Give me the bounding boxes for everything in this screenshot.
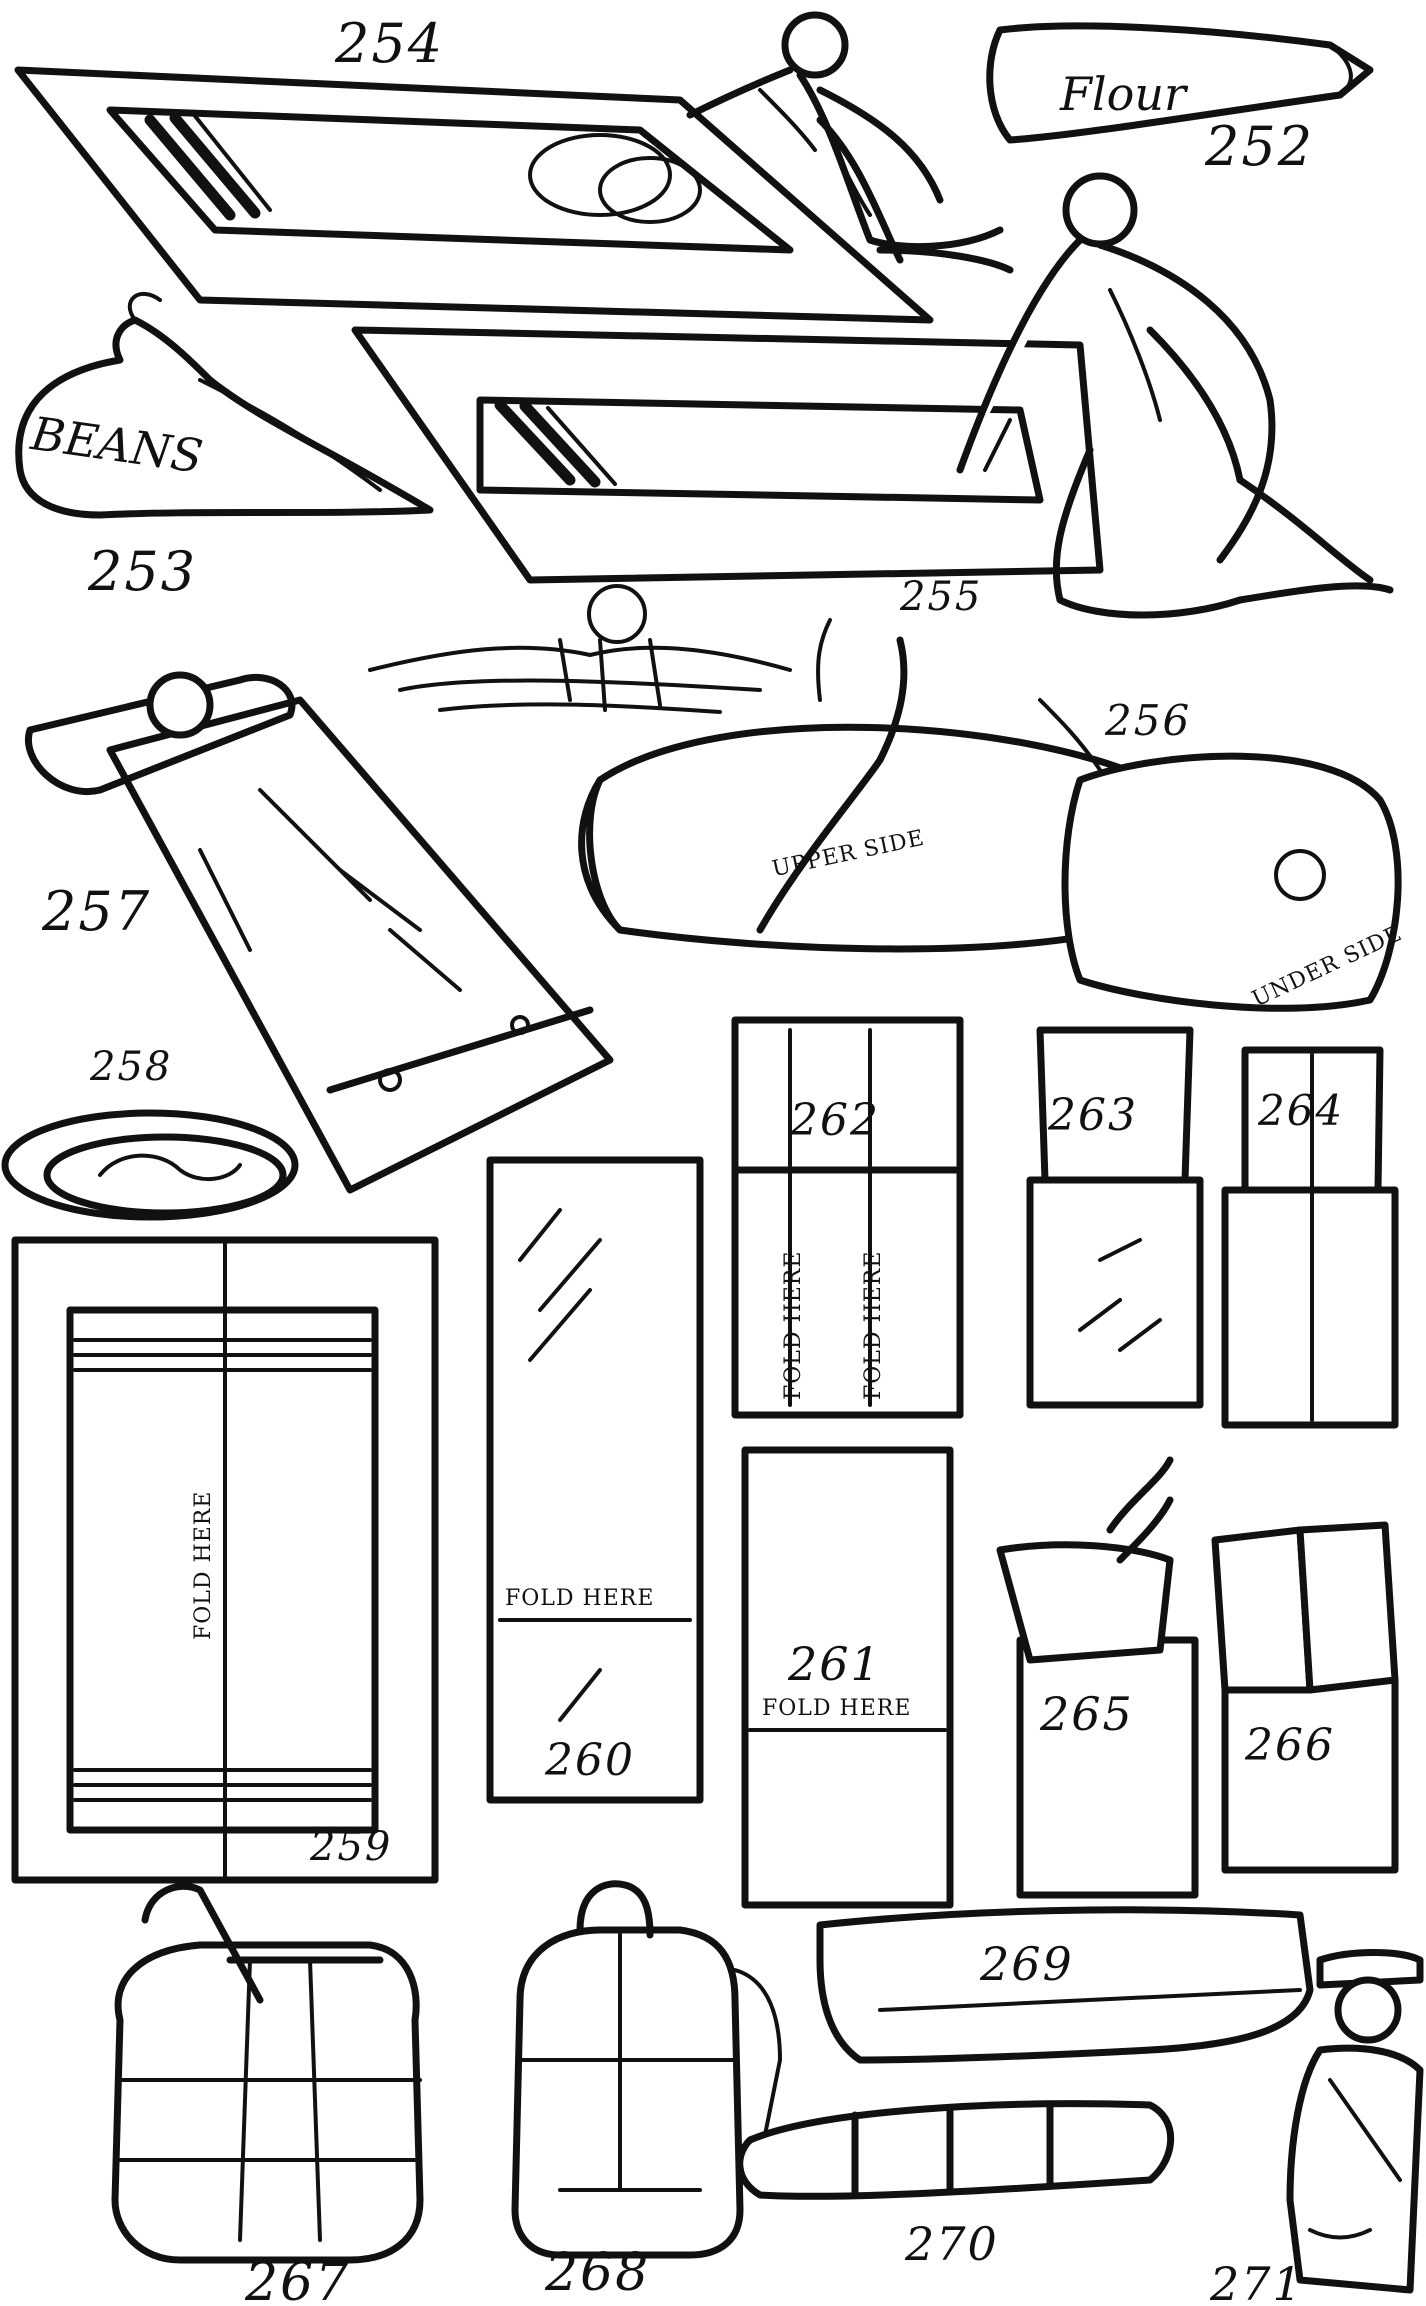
kneeling-man-upper bbox=[686, 11, 1014, 274]
fig-253-beans-bag: BEANS bbox=[15, 292, 434, 519]
landscape-vignette bbox=[368, 584, 792, 714]
fig-257-number: 257 bbox=[41, 880, 151, 943]
fig-258-rope-coil bbox=[1, 1109, 299, 1221]
fig-270-tied-roll bbox=[736, 2100, 1175, 2200]
fig-271-number: 271 bbox=[1209, 2257, 1304, 2306]
fig-266-number: 266 bbox=[1244, 1720, 1335, 1771]
fig-268-knapsack bbox=[511, 1880, 782, 2259]
fig-253-number: 253 bbox=[87, 540, 197, 603]
fig-260-folded-blanket: FOLD HERE bbox=[486, 1156, 704, 1804]
fig-255-number: 255 bbox=[899, 574, 982, 620]
fig-254-blanket-layout bbox=[14, 66, 1104, 584]
fig-271-scout bbox=[1286, 1949, 1424, 2294]
fig-260-fold-here: FOLD HERE bbox=[505, 1586, 654, 1611]
fig-261-number: 261 bbox=[787, 1637, 882, 1691]
fig-257-sleeping-bag bbox=[25, 671, 614, 1194]
fig-264-number: 264 bbox=[1257, 1086, 1344, 1135]
fig-262-folded-blanket: FOLD HERE FOLD HERE bbox=[731, 1016, 964, 1419]
fig-261-fold-here: FOLD HERE bbox=[762, 1696, 911, 1721]
fig-265-number: 265 bbox=[1039, 1687, 1134, 1741]
flour-label: Flour bbox=[1059, 67, 1189, 121]
kneeling-man-lower bbox=[956, 172, 1394, 619]
fig-266-folded-blanket bbox=[1211, 1521, 1399, 1874]
fig-269-blanket-roll bbox=[816, 1906, 1314, 2064]
fig-262-number: 262 bbox=[789, 1095, 880, 1146]
fig-263-folded-blanket bbox=[1026, 1026, 1204, 1409]
fig-259-fold-here: FOLD HERE bbox=[191, 1491, 216, 1640]
fig-261-folded-blanket: FOLD HERE bbox=[741, 1446, 954, 1909]
fig-258-number: 258 bbox=[89, 1044, 172, 1090]
fig-260-number: 260 bbox=[544, 1735, 635, 1786]
fig-267-number: 267 bbox=[244, 2253, 350, 2306]
fig-262-fold-here-right: FOLD HERE bbox=[861, 1251, 886, 1400]
fig-259-flat-blanket: FOLD HERE bbox=[11, 1236, 439, 1884]
fig-255-256-blanket-roll: UPPER SIDE UNDER SIDE bbox=[578, 618, 1406, 1012]
fig-265-folding-hand bbox=[996, 1456, 1199, 1899]
fig-252-flour-bag: Flour bbox=[986, 22, 1374, 144]
fig-259-number: 259 bbox=[309, 1824, 392, 1870]
fig-268-number: 268 bbox=[544, 2243, 650, 2303]
fig-269-number: 269 bbox=[979, 1937, 1074, 1991]
fig-262-fold-here-left: FOLD HERE bbox=[781, 1251, 806, 1400]
fig-252-number: 252 bbox=[1204, 115, 1314, 178]
fig-270-number: 270 bbox=[904, 2217, 999, 2271]
fig-263-number: 263 bbox=[1047, 1090, 1138, 1141]
fig-267-pack bbox=[111, 1882, 424, 2264]
fig-254-number: 254 bbox=[334, 12, 444, 75]
fig-256-number: 256 bbox=[1104, 696, 1191, 745]
fig-264-folded-blanket bbox=[1221, 1046, 1399, 1429]
